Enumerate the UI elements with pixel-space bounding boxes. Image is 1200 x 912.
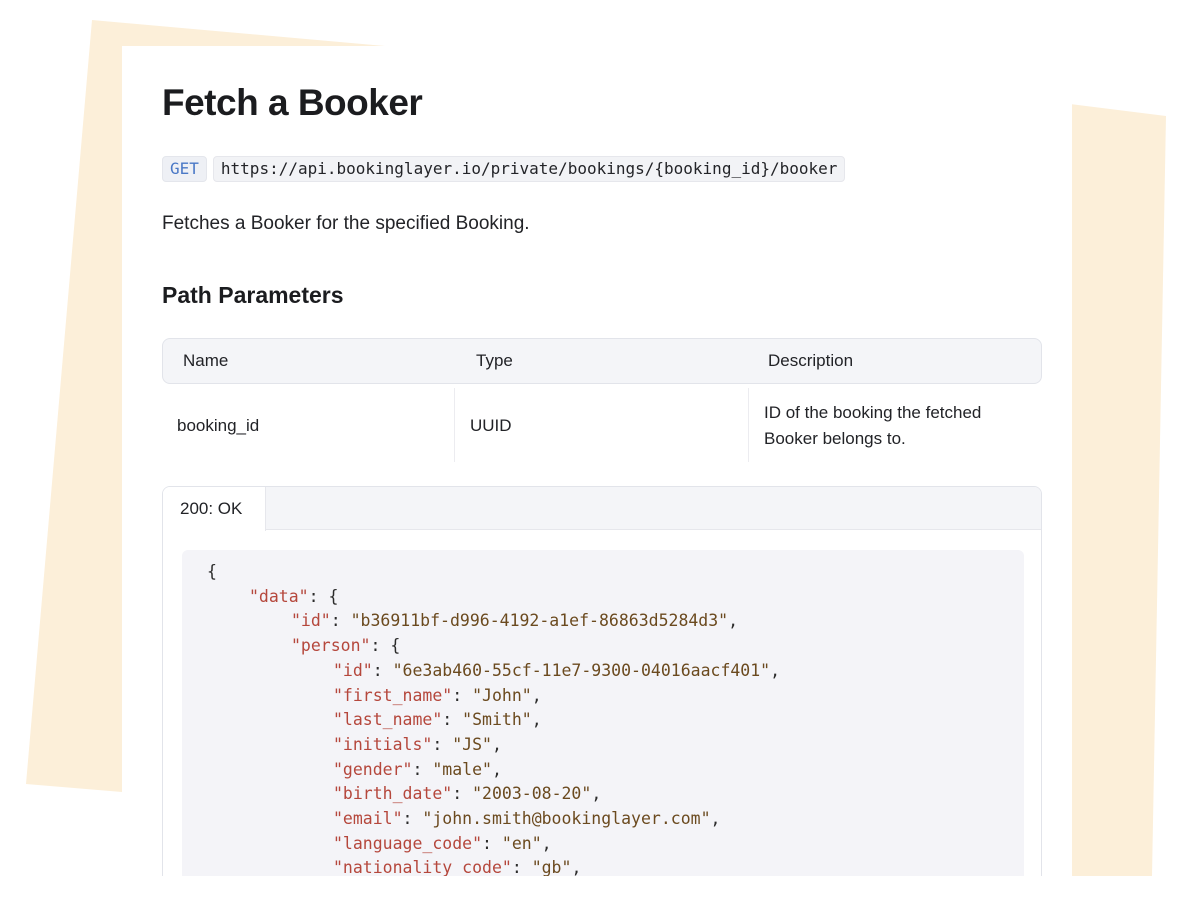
json-punctuation: , bbox=[491, 759, 502, 779]
header-description: Description bbox=[768, 351, 854, 370]
json-punctuation: : { bbox=[308, 586, 339, 606]
param-description-line: ID of the booking the fetched bbox=[764, 403, 982, 422]
endpoint-url: https://api.bookinglayer.io/private/book… bbox=[212, 156, 846, 182]
code-line: "id": "b36911bf-d996-4192-a1ef-86863d528… bbox=[291, 609, 738, 634]
json-punctuation: : { bbox=[370, 636, 401, 656]
param-description-line: Booker belongs to. bbox=[764, 429, 906, 448]
json-value: "john.smith@bookinglayer.com" bbox=[422, 809, 711, 828]
json-value: "2003-08-20" bbox=[472, 784, 592, 804]
json-colon: : bbox=[330, 611, 351, 631]
json-value: "b36911bf-d996-4192-a1ef-86863d5284d3" bbox=[350, 611, 729, 631]
json-key: "birth_date" bbox=[333, 784, 453, 804]
response-tab-strip bbox=[163, 487, 1041, 530]
json-key: "data" bbox=[249, 586, 309, 606]
json-value: "Smith" bbox=[462, 710, 532, 730]
json-colon: : bbox=[452, 784, 473, 804]
code-line: "birth_date": "2003-08-20", bbox=[333, 782, 601, 807]
response-panel: 200: OK {"data": {"id": "b36911bf-d996-4… bbox=[162, 486, 1042, 906]
json-punctuation: , bbox=[770, 660, 781, 680]
param-name: booking_id bbox=[177, 416, 260, 435]
cell-divider bbox=[748, 388, 749, 462]
json-value: "en" bbox=[501, 833, 542, 853]
code-line: "person": { bbox=[291, 634, 400, 659]
json-value: "male" bbox=[432, 759, 492, 779]
endpoint-description: Fetches a Booker for the specified Booki… bbox=[162, 213, 530, 234]
response-code-block: {"data": {"id": "b36911bf-d996-4192-a1ef… bbox=[182, 550, 1024, 905]
code-line: "nationality_code": "gb", bbox=[333, 856, 581, 881]
header-name: Name bbox=[183, 351, 229, 370]
json-punctuation: , bbox=[571, 858, 582, 878]
code-line: "first_name": "John", bbox=[333, 684, 542, 709]
json-key: "initials" bbox=[333, 734, 433, 754]
json-colon: : bbox=[442, 710, 463, 730]
json-key: "id" bbox=[291, 611, 331, 631]
json-key: "nationality_code" bbox=[333, 858, 512, 878]
json-key: "gender" bbox=[333, 759, 413, 779]
json-punctuation: , bbox=[591, 784, 602, 804]
json-punctuation: , bbox=[491, 734, 502, 754]
json-key: "first_name" bbox=[333, 685, 453, 705]
json-punctuation: { bbox=[207, 562, 217, 581]
code-line: "gender": "male", bbox=[333, 758, 502, 783]
json-punctuation: , bbox=[541, 833, 552, 853]
json-colon: : bbox=[511, 858, 532, 878]
table-row: booking_id UUID ID of the booking the fe… bbox=[162, 388, 1042, 466]
code-line: "id": "6e3ab460-55cf-11e7-9300-04016aacf… bbox=[333, 659, 780, 684]
endpoint-line: GET https://api.bookinglayer.io/private/… bbox=[162, 156, 846, 182]
json-punctuation: , bbox=[531, 685, 542, 705]
json-punctuation: , bbox=[710, 809, 721, 828]
json-key: "id" bbox=[333, 660, 373, 680]
json-colon: : bbox=[402, 809, 423, 828]
cell-divider bbox=[454, 388, 455, 462]
json-punctuation: , bbox=[531, 710, 542, 730]
code-line: "language_code": "en", bbox=[333, 832, 552, 857]
json-colon: : bbox=[412, 759, 433, 779]
json-key: "last_name" bbox=[333, 710, 443, 730]
code-line: "data": { bbox=[249, 585, 338, 610]
json-value: "6e3ab460-55cf-11e7-9300-04016aacf401" bbox=[392, 660, 771, 680]
json-colon: : bbox=[432, 734, 453, 754]
json-key: "person" bbox=[291, 636, 371, 656]
tab-200-ok[interactable]: 200: OK bbox=[163, 487, 266, 531]
json-value: "John" bbox=[472, 685, 532, 705]
bottom-edge bbox=[0, 876, 1200, 912]
path-parameters-heading: Path Parameters bbox=[162, 282, 344, 308]
http-method-badge: GET bbox=[162, 156, 207, 182]
code-line: { bbox=[207, 560, 217, 585]
code-line: "email": "john.smith@bookinglayer.com", bbox=[333, 807, 720, 832]
json-key: "email" bbox=[333, 809, 403, 828]
decor-shape-left bbox=[26, 20, 385, 792]
json-colon: : bbox=[482, 833, 502, 853]
json-colon: : bbox=[372, 660, 393, 680]
json-colon: : bbox=[452, 685, 473, 705]
json-value: "gb" bbox=[531, 858, 572, 878]
path-parameters-table: Name Type Description booking_id UUID ID… bbox=[162, 338, 1042, 466]
code-line: "initials": "JS", bbox=[333, 733, 502, 758]
page-title: Fetch a Booker bbox=[162, 82, 423, 123]
code-line: "last_name": "Smith", bbox=[333, 708, 542, 733]
table-header: Name Type Description bbox=[162, 338, 1042, 384]
json-value: "JS" bbox=[452, 734, 492, 754]
json-key: "language_code" bbox=[333, 833, 483, 853]
header-type: Type bbox=[476, 351, 513, 370]
json-punctuation: , bbox=[728, 611, 739, 631]
param-type: UUID bbox=[470, 416, 512, 435]
decor-shape-right bbox=[1070, 104, 1166, 876]
